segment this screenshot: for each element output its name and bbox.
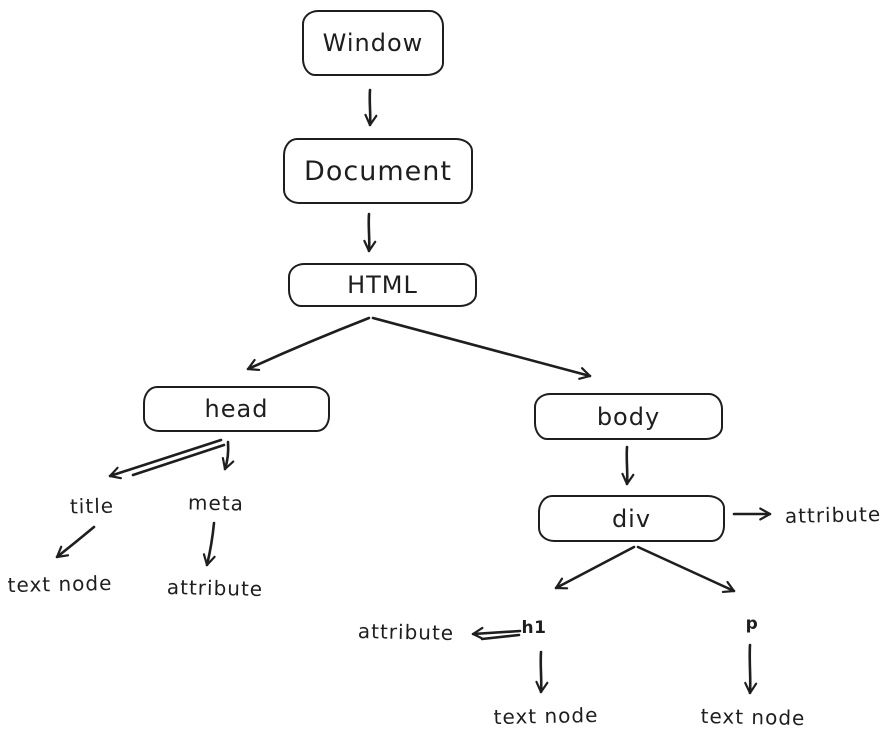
label-h1-attribute: attribute [357, 618, 455, 646]
node-head: head [143, 386, 330, 432]
label-div-attribute: attribute [784, 501, 882, 529]
edge-p-textnode [744, 643, 758, 695]
edge-head-title [108, 438, 223, 480]
label-p-text-node: text node [700, 703, 806, 731]
edge-document-html [363, 212, 377, 253]
label-meta: meta [187, 490, 245, 516]
edge-html-body [371, 316, 592, 380]
edge-head-meta [221, 440, 235, 471]
label-title-text-node: text node [7, 570, 113, 598]
node-html: HTML [288, 263, 477, 307]
edge-head-title-overdraw [131, 443, 226, 477]
edge-body-div [621, 445, 635, 486]
edge-meta-attribute [202, 521, 216, 567]
label-p: p [745, 614, 759, 634]
edge-div-p [636, 545, 736, 594]
edge-title-textnode [55, 525, 96, 559]
edge-h1-attribute-overdraw [480, 633, 521, 641]
edge-html-head [246, 316, 371, 372]
label-h1: h1 [521, 618, 547, 638]
node-div: div [538, 495, 725, 542]
edge-div-h1 [554, 545, 636, 590]
label-meta-attribute: attribute [166, 574, 264, 602]
label-h1-text-node: text node [493, 702, 599, 730]
edge-h1-textnode [535, 650, 549, 694]
node-body: body [534, 393, 723, 440]
edge-window-document [364, 88, 378, 127]
node-document: Document [283, 138, 473, 204]
label-title: title [69, 493, 115, 519]
node-window: Window [302, 10, 444, 76]
edge-h1-attribute [471, 626, 522, 640]
